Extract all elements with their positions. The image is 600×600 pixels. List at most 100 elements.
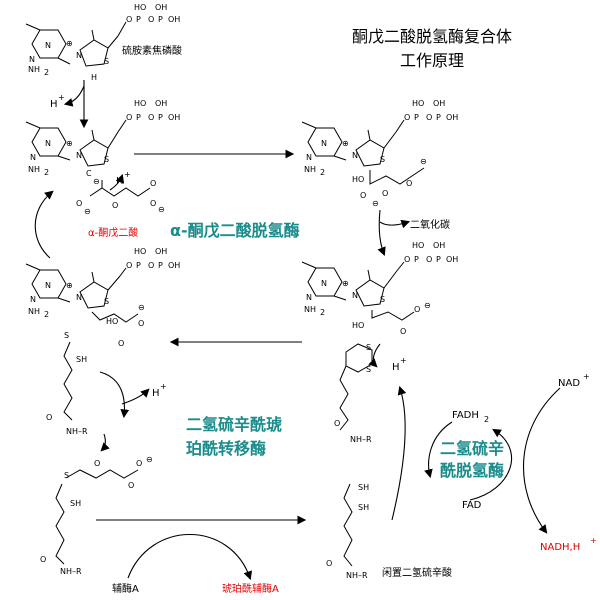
label-succoa: 琥珀酰辅酶A [222,582,279,595]
atom-o: O [136,459,142,468]
atom-sub2: 2 [44,310,49,319]
atom-o: O [118,339,124,348]
atom-o: O [126,15,132,24]
atom-o: O [76,199,82,208]
atom-nh2: NH [28,65,40,74]
atom-s: S [104,57,109,66]
atom-s: S [380,295,385,304]
atom-oh: OH [155,247,167,256]
atom-o: O [148,113,154,122]
enzyme-e3-line1: 二氢硫辛 [440,439,504,458]
atom-s: S [366,365,371,374]
atom-sub2: 2 [320,308,325,317]
atom-o: O [404,113,410,122]
atom-n-plus: N [76,51,82,60]
charge-minus: ⊖ [93,177,100,186]
atom-s: S [104,297,109,306]
label-fad: FAD [462,500,482,511]
label-akg: α-酮戊二酸 [88,226,138,239]
label-fadh2-sub: 2 [484,415,489,424]
proton-plus: + [58,93,65,102]
atom-ho: HO [412,241,424,250]
atom-n: N [30,295,36,304]
label-co2: 二氧化碳 [410,218,450,231]
atom-nh2: NH [28,307,40,316]
charge-plus: ⊕ [342,139,349,148]
enzyme-e2-line2: 珀酰转移酶 [186,439,266,458]
atom-ho: HO [134,99,146,108]
atom-n: N [30,153,36,162]
enamine-molecule: N N NH 2 N ⊕ S O P O P OH HO OH HO O ⊖ O [301,241,458,336]
ylide-molecule: N N NH 2 N ⊕ S C ⊖ O P O P OH HO OH [25,99,180,186]
atom-o: O [414,305,420,314]
charge-minus: ⊖ [372,199,379,208]
atom-n: N [29,55,35,64]
charge-plus: ⊕ [342,279,349,288]
charge-plus: ⊕ [66,281,73,290]
title-line1: 酮戊二酸脱氢酶复合体 [352,27,512,46]
adduct-molecule: N N NH 2 N ⊕ S O P O P OH HO OH HO O O ⊖… [301,99,458,208]
atom-p: P [158,113,163,122]
atom-sh: SH [76,355,87,364]
atom-s: S [104,155,109,164]
charge-minus: ⊖ [158,205,165,214]
akg-molecule: O ⊖ O O O ⊖ [76,179,165,216]
atom-p: P [136,15,141,24]
lipoamide-oxidized: S S O NH–R [334,343,373,444]
atom-o: O [94,459,100,468]
tpp-molecule: N N NH 2 N ⊕ S H O P O P OH HO OH [25,3,180,82]
proton-plus: + [124,170,131,179]
label-coa: 辅酶A [112,582,139,595]
atom-n: N [45,41,51,50]
atom-oh: OH [433,241,445,250]
atom-n-plus: N [352,291,358,300]
charge-minus: ⊖ [146,455,153,464]
label-nad: NAD [558,378,580,389]
atom-ho: HO [412,99,424,108]
atom-p: P [158,261,163,270]
atom-o: O [128,481,134,490]
atom-ho: HO [106,317,118,326]
atom-o: O [150,179,156,188]
atom-nhr: NH–R [350,435,372,444]
atom-o: O [382,189,388,198]
atom-h: H [91,73,97,82]
atom-n: N [321,279,327,288]
atom-oh: OH [155,3,167,12]
atom-p: P [136,113,141,122]
succinyl-adduct: N N NH 2 N ⊕ S O P O P OH HO OH HO O ⊖ O… [25,247,180,436]
label-nadh: NADH,H [540,542,580,553]
atom-n-plus: N [76,151,82,160]
atom-p: P [414,113,419,122]
atom-p: P [436,113,441,122]
atom-o: O [150,199,156,208]
atom-oh: OH [446,113,458,122]
label-nadh-plus: + [590,536,597,545]
atom-nhr: NH–R [60,567,82,576]
title-line2: 工作原理 [400,51,464,70]
atom-ho: HO [134,3,146,12]
label-tpp: 硫胺素焦磷酸 [122,44,182,57]
charge-plus: ⊕ [66,39,73,48]
atom-n-plus: N [352,151,358,160]
atom-n: N [306,293,312,302]
succinyl-dihydrolipoamide: S O O O ⊖ SH O NH–R [40,455,153,576]
atom-oh: OH [446,255,458,264]
proton-h: H [50,99,58,110]
atom-sh: SH [358,503,369,512]
charge-minus: ⊖ [424,301,431,310]
atom-o: O [40,555,46,564]
atom-o: O [148,261,154,270]
atom-p: P [414,255,419,264]
atom-nh2: NH [28,165,40,174]
atom-carbanion: C [86,169,92,178]
atom-s: S [380,155,385,164]
atom-o: O [426,255,432,264]
atom-o: O [112,201,118,210]
atom-o: O [334,419,340,428]
enzyme-e3-line2: 酰脱氢酶 [440,461,504,480]
charge-minus: ⊖ [420,157,427,166]
atom-ho: HO [134,247,146,256]
atom-o: O [360,191,366,200]
atom-sh: SH [358,483,369,492]
